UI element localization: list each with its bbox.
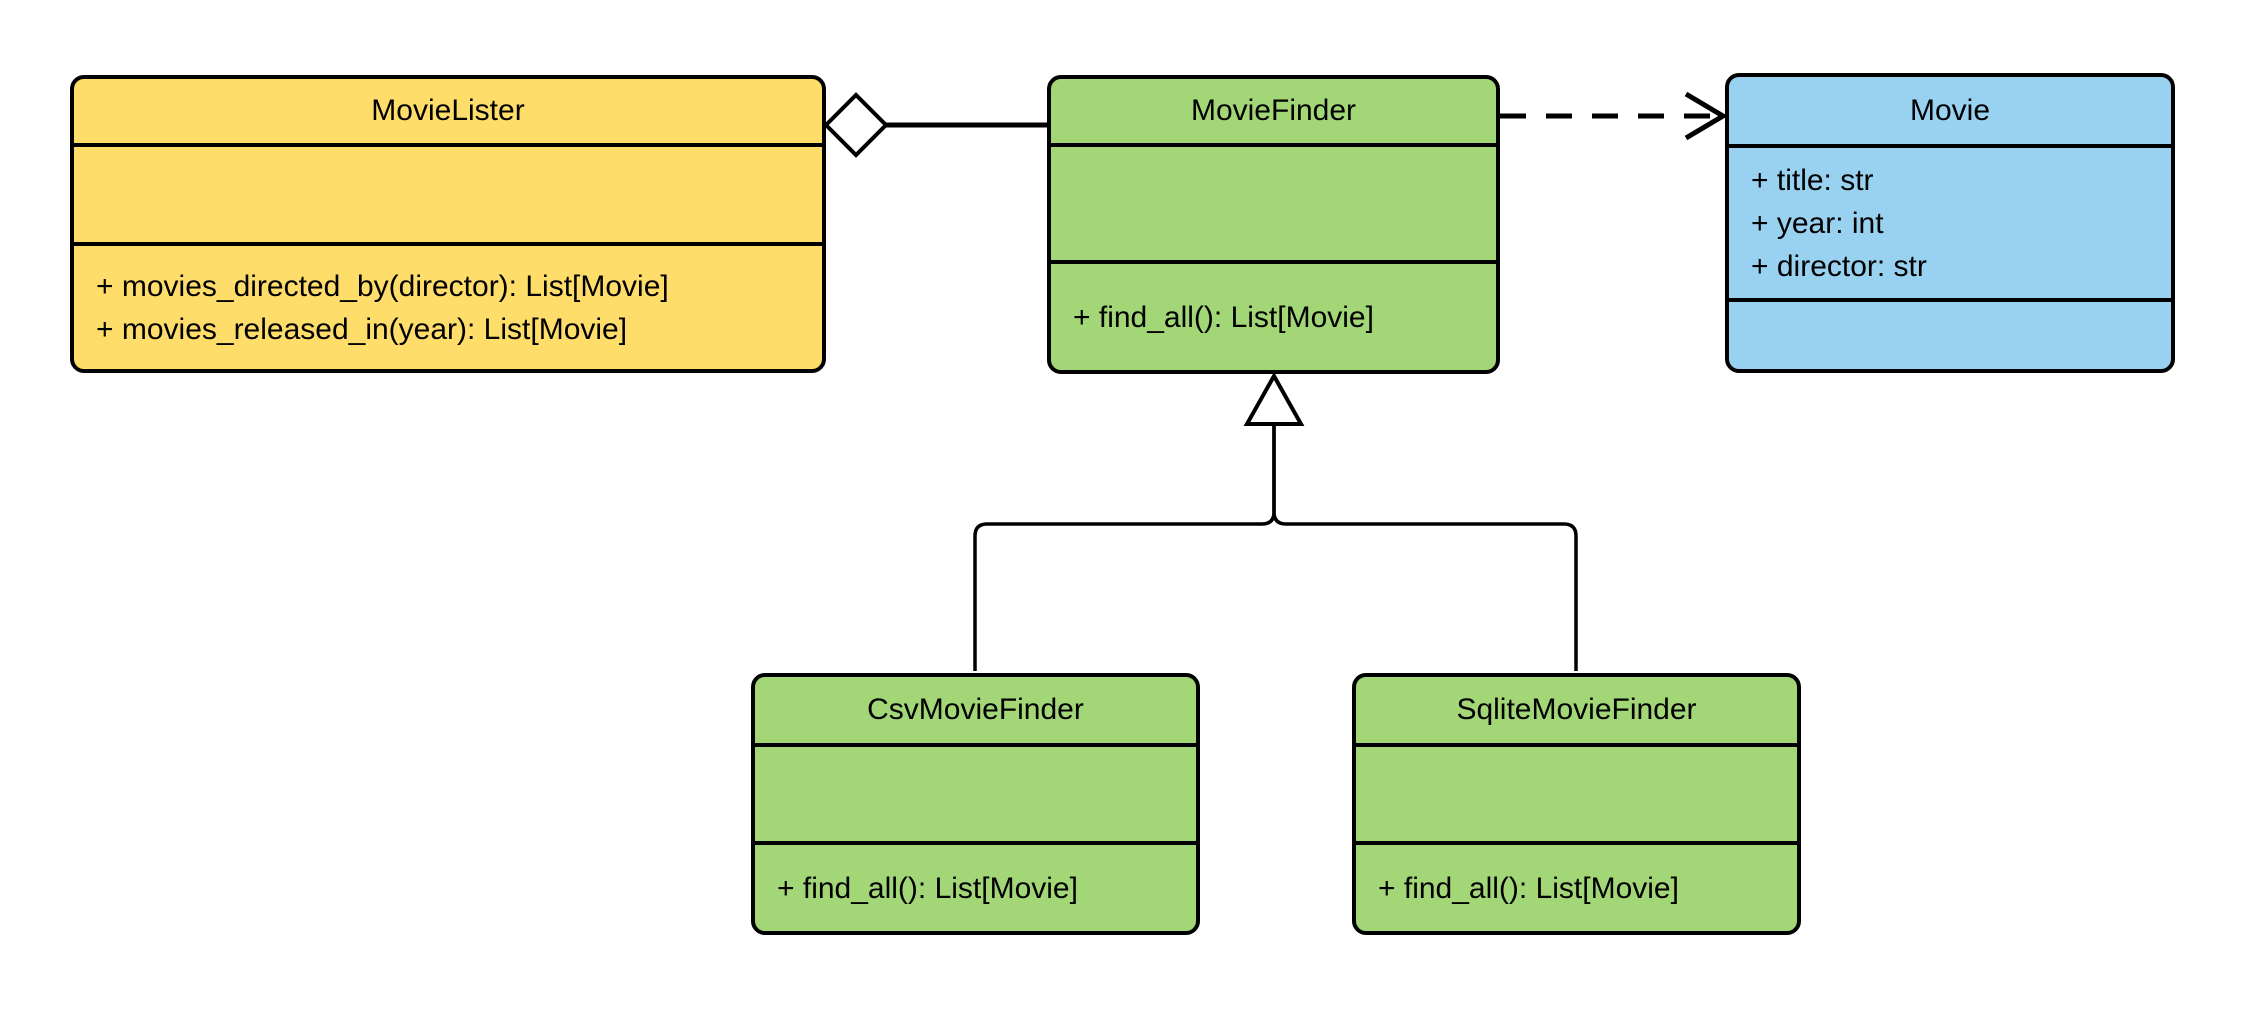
methods-section-sqlitemoviefinder: + find_all(): List[Movie] [1356,845,1797,931]
class-box-movie: Movie + title: str + year: int + directo… [1725,73,2175,373]
methods-section-movie [1729,302,2171,369]
generalization-connectors [973,371,1578,671]
method-row: + find_all(): List[Movie] [1073,300,1374,334]
generalization-line-sqlitemoviefinder [1272,424,1578,671]
attribute-row: + director: str [1751,249,1927,283]
method-row: + movies_released_in(year): List[Movie] [96,312,628,346]
generalization-line-csvmoviefinder [973,424,1276,671]
attribute-row: + title: str [1751,163,1874,197]
attributes-section-sqlitemoviefinder [1356,747,1797,845]
class-name-sqlitemoviefinder: SqliteMovieFinder [1356,677,1797,747]
attributes-section-moviefinder [1051,147,1496,264]
attributes-section-csvmoviefinder [755,747,1196,845]
class-box-movielister: MovieLister + movies_directed_by(directo… [70,75,826,373]
method-row: + find_all(): List[Movie] [1378,871,1679,905]
aggregation-connector-movielister-moviefinder [823,92,1047,158]
aggregation-diamond-icon [823,92,889,158]
class-box-moviefinder: MovieFinder + find_all(): List[Movie] [1047,75,1500,374]
methods-section-movielister: + movies_directed_by(director): List[Mov… [74,246,822,369]
class-name-moviefinder: MovieFinder [1051,79,1496,147]
class-name-movie: Movie [1729,77,2171,148]
class-box-sqlitemoviefinder: SqliteMovieFinder + find_all(): List[Mov… [1352,673,1801,935]
methods-section-csvmoviefinder: + find_all(): List[Movie] [755,845,1196,931]
class-name-movielister: MovieLister [74,79,822,147]
generalization-triangle-icon [1243,371,1305,426]
method-row: + find_all(): List[Movie] [777,871,1078,905]
dependency-open-arrowhead-icon [1684,91,1728,141]
method-row: + movies_directed_by(director): List[Mov… [96,269,669,303]
attributes-section-movie: + title: str + year: int + director: str [1729,148,2171,302]
attribute-row: + year: int [1751,206,1884,240]
methods-section-moviefinder: + find_all(): List[Movie] [1051,264,1496,370]
attributes-section-movielister [74,147,822,246]
dependency-connector-moviefinder-movie [1500,91,1728,141]
class-name-csvmoviefinder: CsvMovieFinder [755,677,1196,747]
class-box-csvmoviefinder: CsvMovieFinder + find_all(): List[Movie] [751,673,1200,935]
